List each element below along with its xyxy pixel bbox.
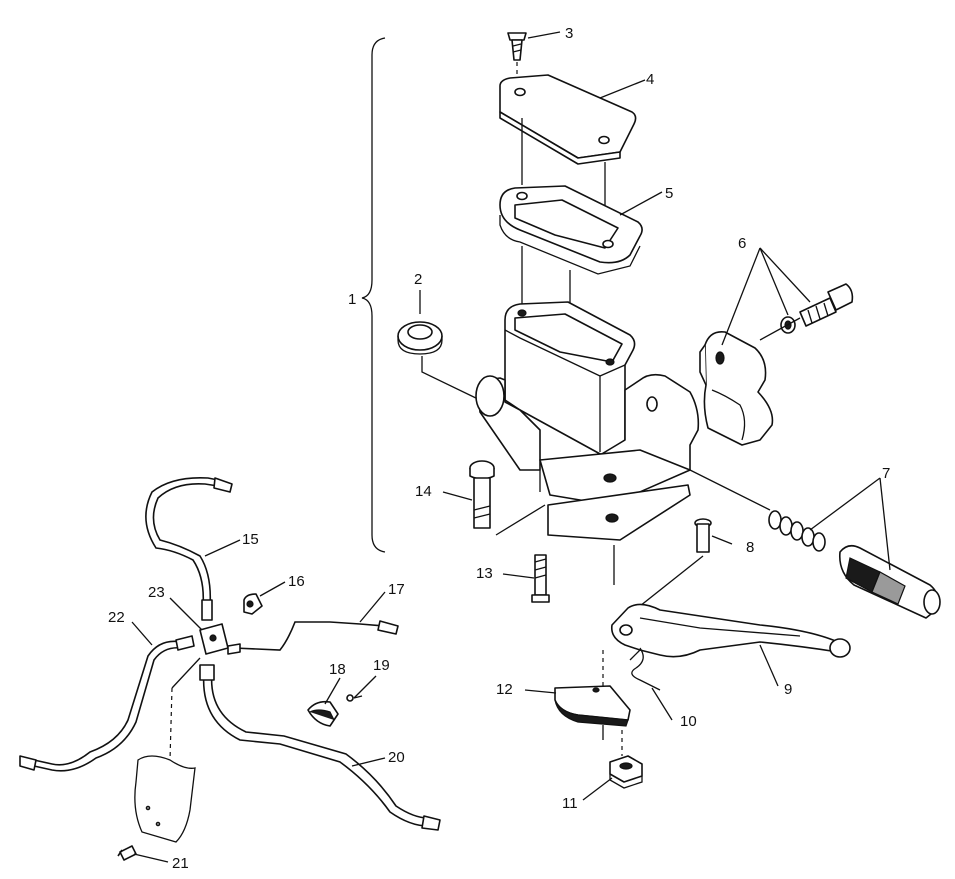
- callout-20: 20: [388, 749, 405, 766]
- callout-12: 12: [496, 681, 513, 698]
- part-20-hose: [199, 664, 441, 831]
- part-1-master-cylinder: [475, 301, 700, 541]
- callout-8: 8: [746, 539, 754, 556]
- callout-17: 17: [388, 581, 405, 598]
- callout-10: 10: [680, 713, 697, 730]
- callout-23: 23: [148, 584, 165, 601]
- callout-6: 6: [738, 235, 746, 252]
- part-8-pin: [634, 518, 712, 611]
- frame-outline: [134, 755, 196, 843]
- part-15-hose: [145, 476, 233, 621]
- part-2-seal: [397, 321, 443, 355]
- callout-2: 2: [414, 271, 422, 288]
- part-5-diaphragm: [499, 185, 643, 275]
- part-11-nut: [609, 755, 643, 789]
- part-23-junction-block: [199, 623, 229, 655]
- callout-7: 7: [882, 465, 890, 482]
- part-13-screw: [531, 554, 550, 603]
- callout-3: 3: [565, 25, 573, 42]
- callout-4: 4: [646, 71, 654, 88]
- part-18-clip: [307, 700, 339, 727]
- part-12-bracket: [554, 685, 631, 727]
- callout-5: 5: [665, 185, 673, 202]
- part-17-hose: [227, 620, 399, 655]
- callout-11: 11: [562, 795, 578, 812]
- callout-1: 1: [348, 291, 356, 308]
- callout-21: 21: [172, 855, 189, 872]
- callout-9: 9: [784, 681, 792, 698]
- part-4-cover: [499, 74, 637, 165]
- part-3-screw: [507, 32, 527, 88]
- part-19-rivet: [346, 694, 363, 702]
- callout-19: 19: [373, 657, 390, 674]
- part-7-piston-spring: [689, 469, 941, 619]
- part-16-switch: [243, 593, 263, 615]
- callout-22: 22: [108, 609, 125, 626]
- part-9-lever: [610, 603, 851, 658]
- callout-14: 14: [415, 483, 432, 500]
- part-14-pivot-bolt: [469, 460, 495, 529]
- part-21-screw: [117, 845, 137, 861]
- part-10-spring: [629, 647, 661, 691]
- callout-15: 15: [242, 531, 259, 548]
- part-6-clamp: [699, 283, 854, 446]
- callout-13: 13: [476, 565, 493, 582]
- callout-18: 18: [329, 661, 346, 678]
- part-22-hose: [19, 635, 195, 772]
- assembly-bracket: [361, 37, 386, 553]
- callout-16: 16: [288, 573, 305, 590]
